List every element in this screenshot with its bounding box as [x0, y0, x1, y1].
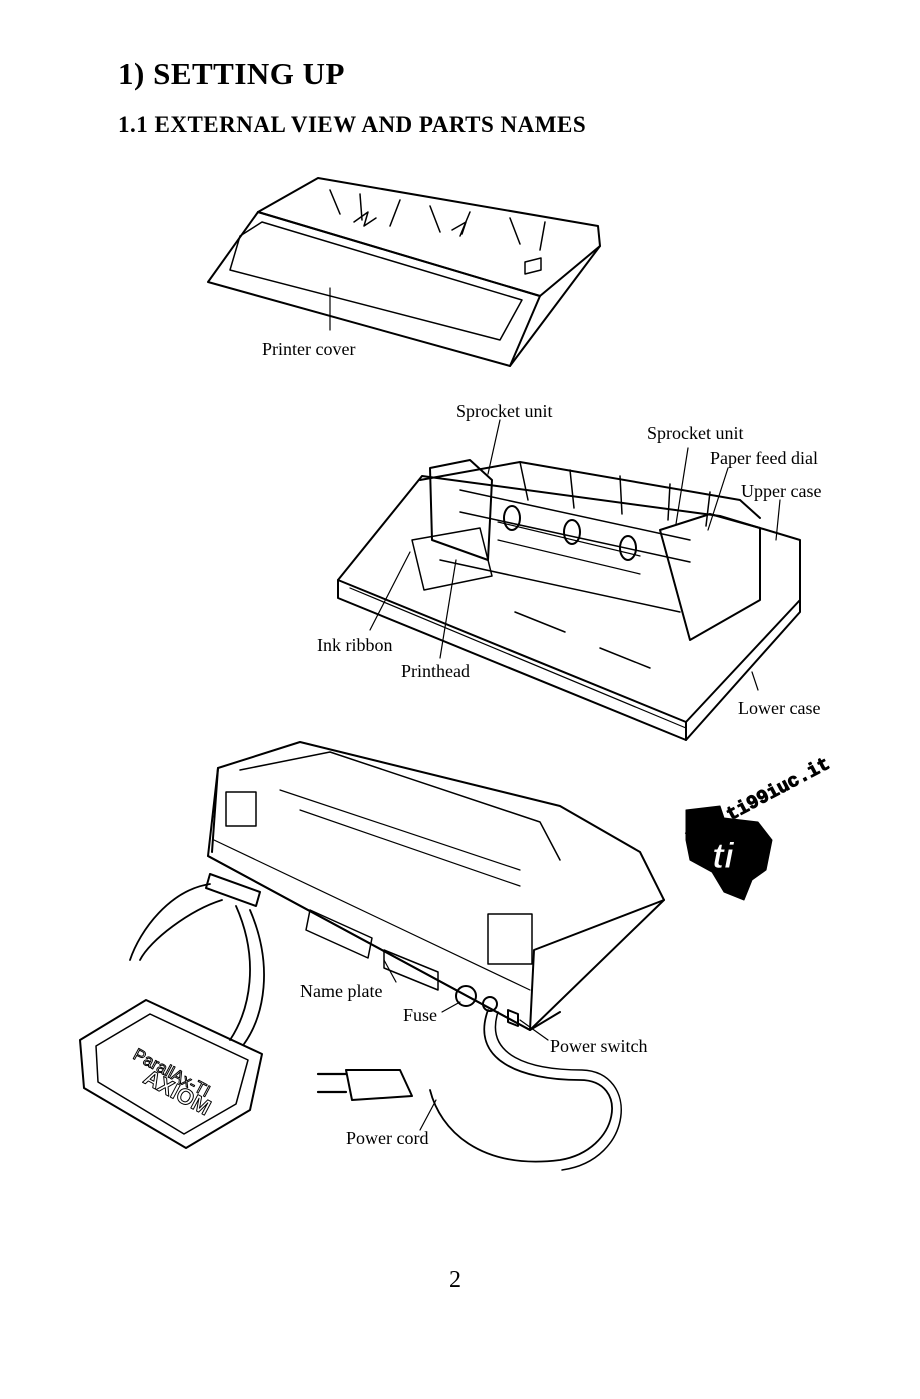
printer-open-drawing — [337, 419, 801, 741]
page-number: 2 — [449, 1267, 461, 1293]
watermark-logo-text: ti — [712, 835, 735, 876]
label-name-plate: Name plate — [300, 981, 383, 1001]
label-power-cord: Power cord — [346, 1128, 429, 1148]
subsection-heading: 1.1 EXTERNAL VIEW AND PARTS NAMES — [118, 112, 587, 137]
label-sprocket-unit-left: Sprocket unit — [456, 401, 553, 421]
watermark-logo: ti www.ti99iuc.it — [682, 752, 834, 901]
label-printer-cover: Printer cover — [262, 339, 356, 359]
label-upper-case: Upper case — [741, 481, 822, 501]
section-heading: 1) SETTING UP — [118, 56, 345, 91]
label-printhead: Printhead — [401, 661, 470, 681]
label-lower-case: Lower case — [738, 698, 821, 718]
label-sprocket-unit-right: Sprocket unit — [647, 423, 744, 443]
printer-cover-drawing — [207, 177, 601, 367]
label-power-switch: Power switch — [550, 1036, 648, 1056]
label-ink-ribbon: Ink ribbon — [317, 635, 393, 655]
label-fuse: Fuse — [403, 1005, 438, 1025]
printer-rear-drawing — [79, 741, 665, 1171]
label-paper-feed-dial: Paper feed dial — [710, 448, 818, 468]
